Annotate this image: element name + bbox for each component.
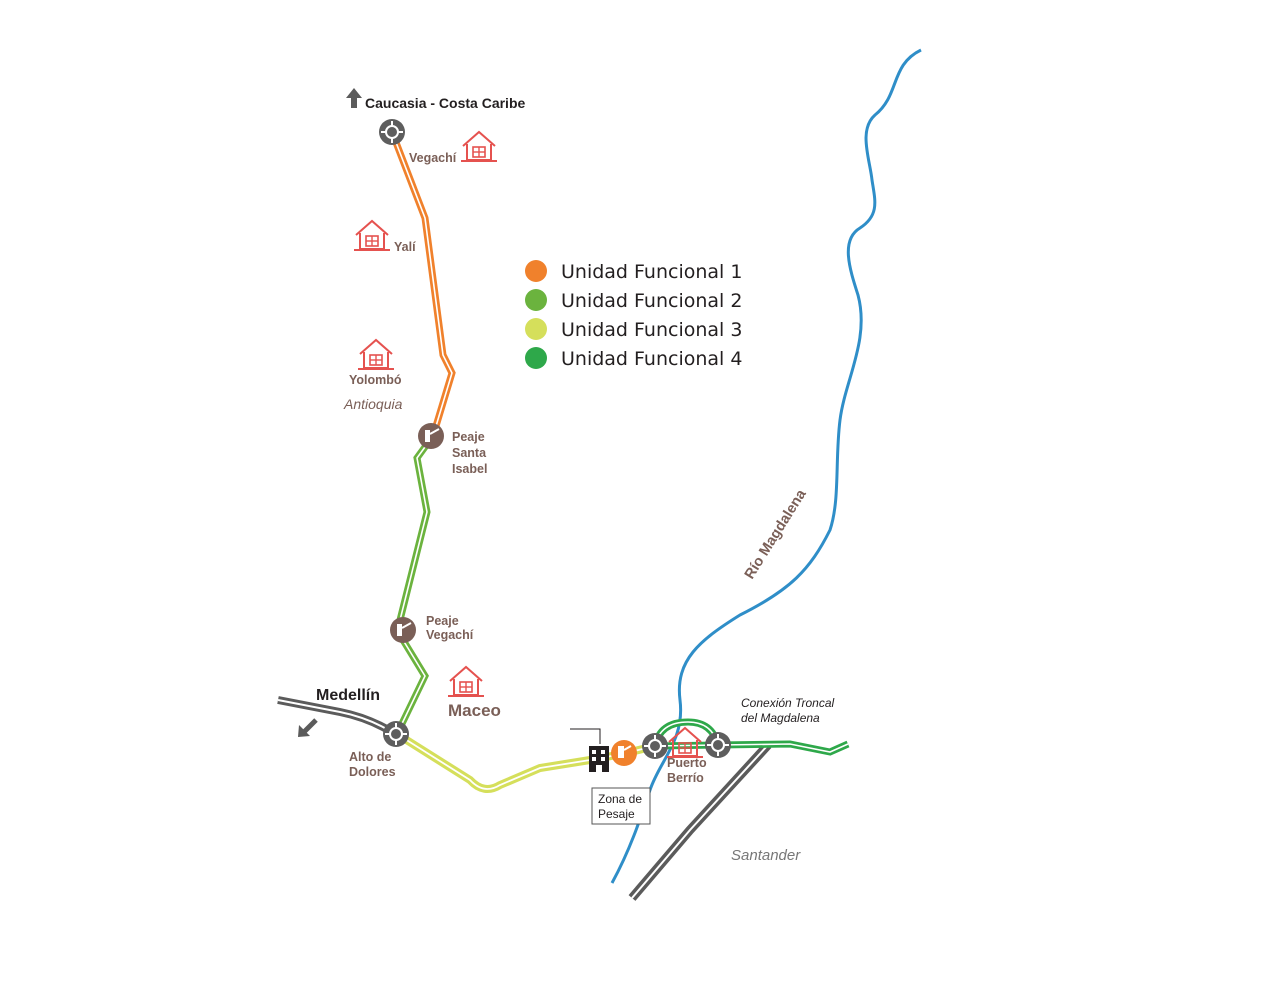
legend-swatch	[525, 318, 547, 340]
house-icon	[353, 220, 391, 251]
label-yali: Yalí	[394, 240, 416, 254]
roundabout-icon	[378, 118, 406, 146]
legend-label: Unidad Funcional 3	[561, 319, 742, 341]
roundabout-icon	[382, 720, 410, 748]
building-icon	[589, 746, 609, 772]
road-santander	[628, 741, 772, 901]
route-uf1	[388, 130, 456, 438]
label-alto-de-dolores: Alto de Dolores	[349, 750, 396, 779]
label-zona-pesaje: Zona de Pesaje	[598, 792, 645, 821]
roundabout-icon	[704, 731, 732, 759]
route-uf3	[394, 730, 656, 793]
label-maceo: Maceo	[448, 701, 501, 720]
label-medellin: Medellín	[316, 687, 380, 704]
toll-booth-icon	[389, 616, 417, 644]
label-conexion-troncal: Conexión Troncal del Magdalena	[741, 696, 838, 725]
label-puerto-berrio: Puerto Berrío	[667, 756, 710, 785]
toll-booth-icon	[417, 422, 445, 450]
house-icon	[447, 666, 485, 697]
legend-swatch	[525, 289, 547, 311]
route-uf2	[393, 433, 436, 736]
legend-label: Unidad Funcional 4	[561, 348, 742, 370]
label-peaje-santa-isabel: Peaje Santa Isabel	[452, 430, 490, 476]
river-magdalena	[610, 48, 922, 884]
label-yolombo: Yolombó	[349, 373, 402, 387]
house-icon	[460, 131, 498, 162]
label-caucasia: Caucasia - Costa Caribe	[365, 95, 525, 111]
label-rio-magdalena: Río Magdalena	[742, 486, 810, 582]
arrow-up-icon	[346, 88, 362, 108]
house-icon	[666, 727, 704, 758]
legend-swatch	[525, 347, 547, 369]
label-peaje-vegachi: Peaje Vegachí	[426, 614, 474, 642]
label-vegachi: Vegachí	[409, 151, 457, 165]
legend: Unidad Funcional 1 Unidad Funcional 2 Unid…	[525, 260, 742, 370]
weigh-station-marker	[611, 740, 637, 766]
legend-label: Unidad Funcional 1	[561, 261, 742, 283]
roundabout-icon	[641, 732, 669, 760]
weigh-zone-box	[591, 787, 651, 825]
label-antioquia: Antioquia	[343, 396, 403, 412]
road-medellin	[277, 696, 398, 738]
legend-label: Unidad Funcional 2	[561, 290, 742, 312]
house-icon	[357, 339, 395, 370]
legend-swatch	[525, 260, 547, 282]
label-santander: Santander	[731, 847, 801, 864]
arrow-down-left-icon	[298, 718, 318, 737]
